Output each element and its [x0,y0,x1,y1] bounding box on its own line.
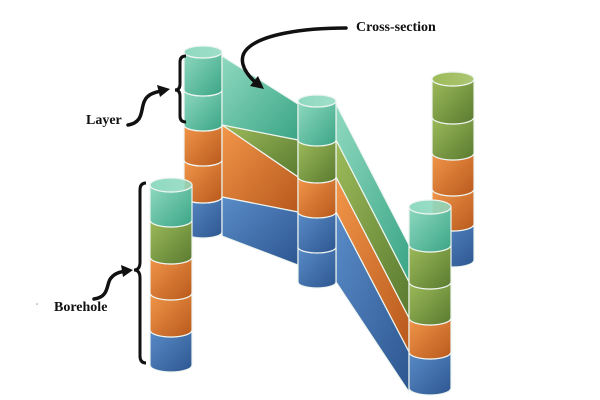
layer-arrowhead [157,85,170,97]
layer-label: Layer [86,113,122,128]
borehole-a [183,45,223,239]
borehole-top-cap [183,45,223,59]
annotations [36,26,348,365]
borehole-arrow [92,269,128,301]
borehole-layer-teal [297,100,337,147]
borehole-arrowhead [121,265,133,277]
cross-section-label: Cross-section [356,20,436,35]
borehole-e [408,199,452,396]
cross-section-arrow [240,26,348,84]
front-boreholes [149,94,452,396]
borehole-b [149,177,193,373]
borehole-top-cap [149,177,193,193]
borehole-label: Borehole [54,300,108,315]
cross-section-arrowhead [250,76,264,89]
cross-section-a-c [221,54,299,266]
cross-section-panels [221,54,410,394]
cross-section-c-e [335,103,410,394]
stray-dot [36,303,38,305]
borehole-top-cap [297,94,337,108]
layer-brace [174,54,187,124]
borehole-brace [133,181,147,365]
borehole-c [297,94,337,289]
layer-arrow [126,89,164,127]
borehole-top-cap [408,199,452,215]
borehole-top-cap [431,71,475,87]
